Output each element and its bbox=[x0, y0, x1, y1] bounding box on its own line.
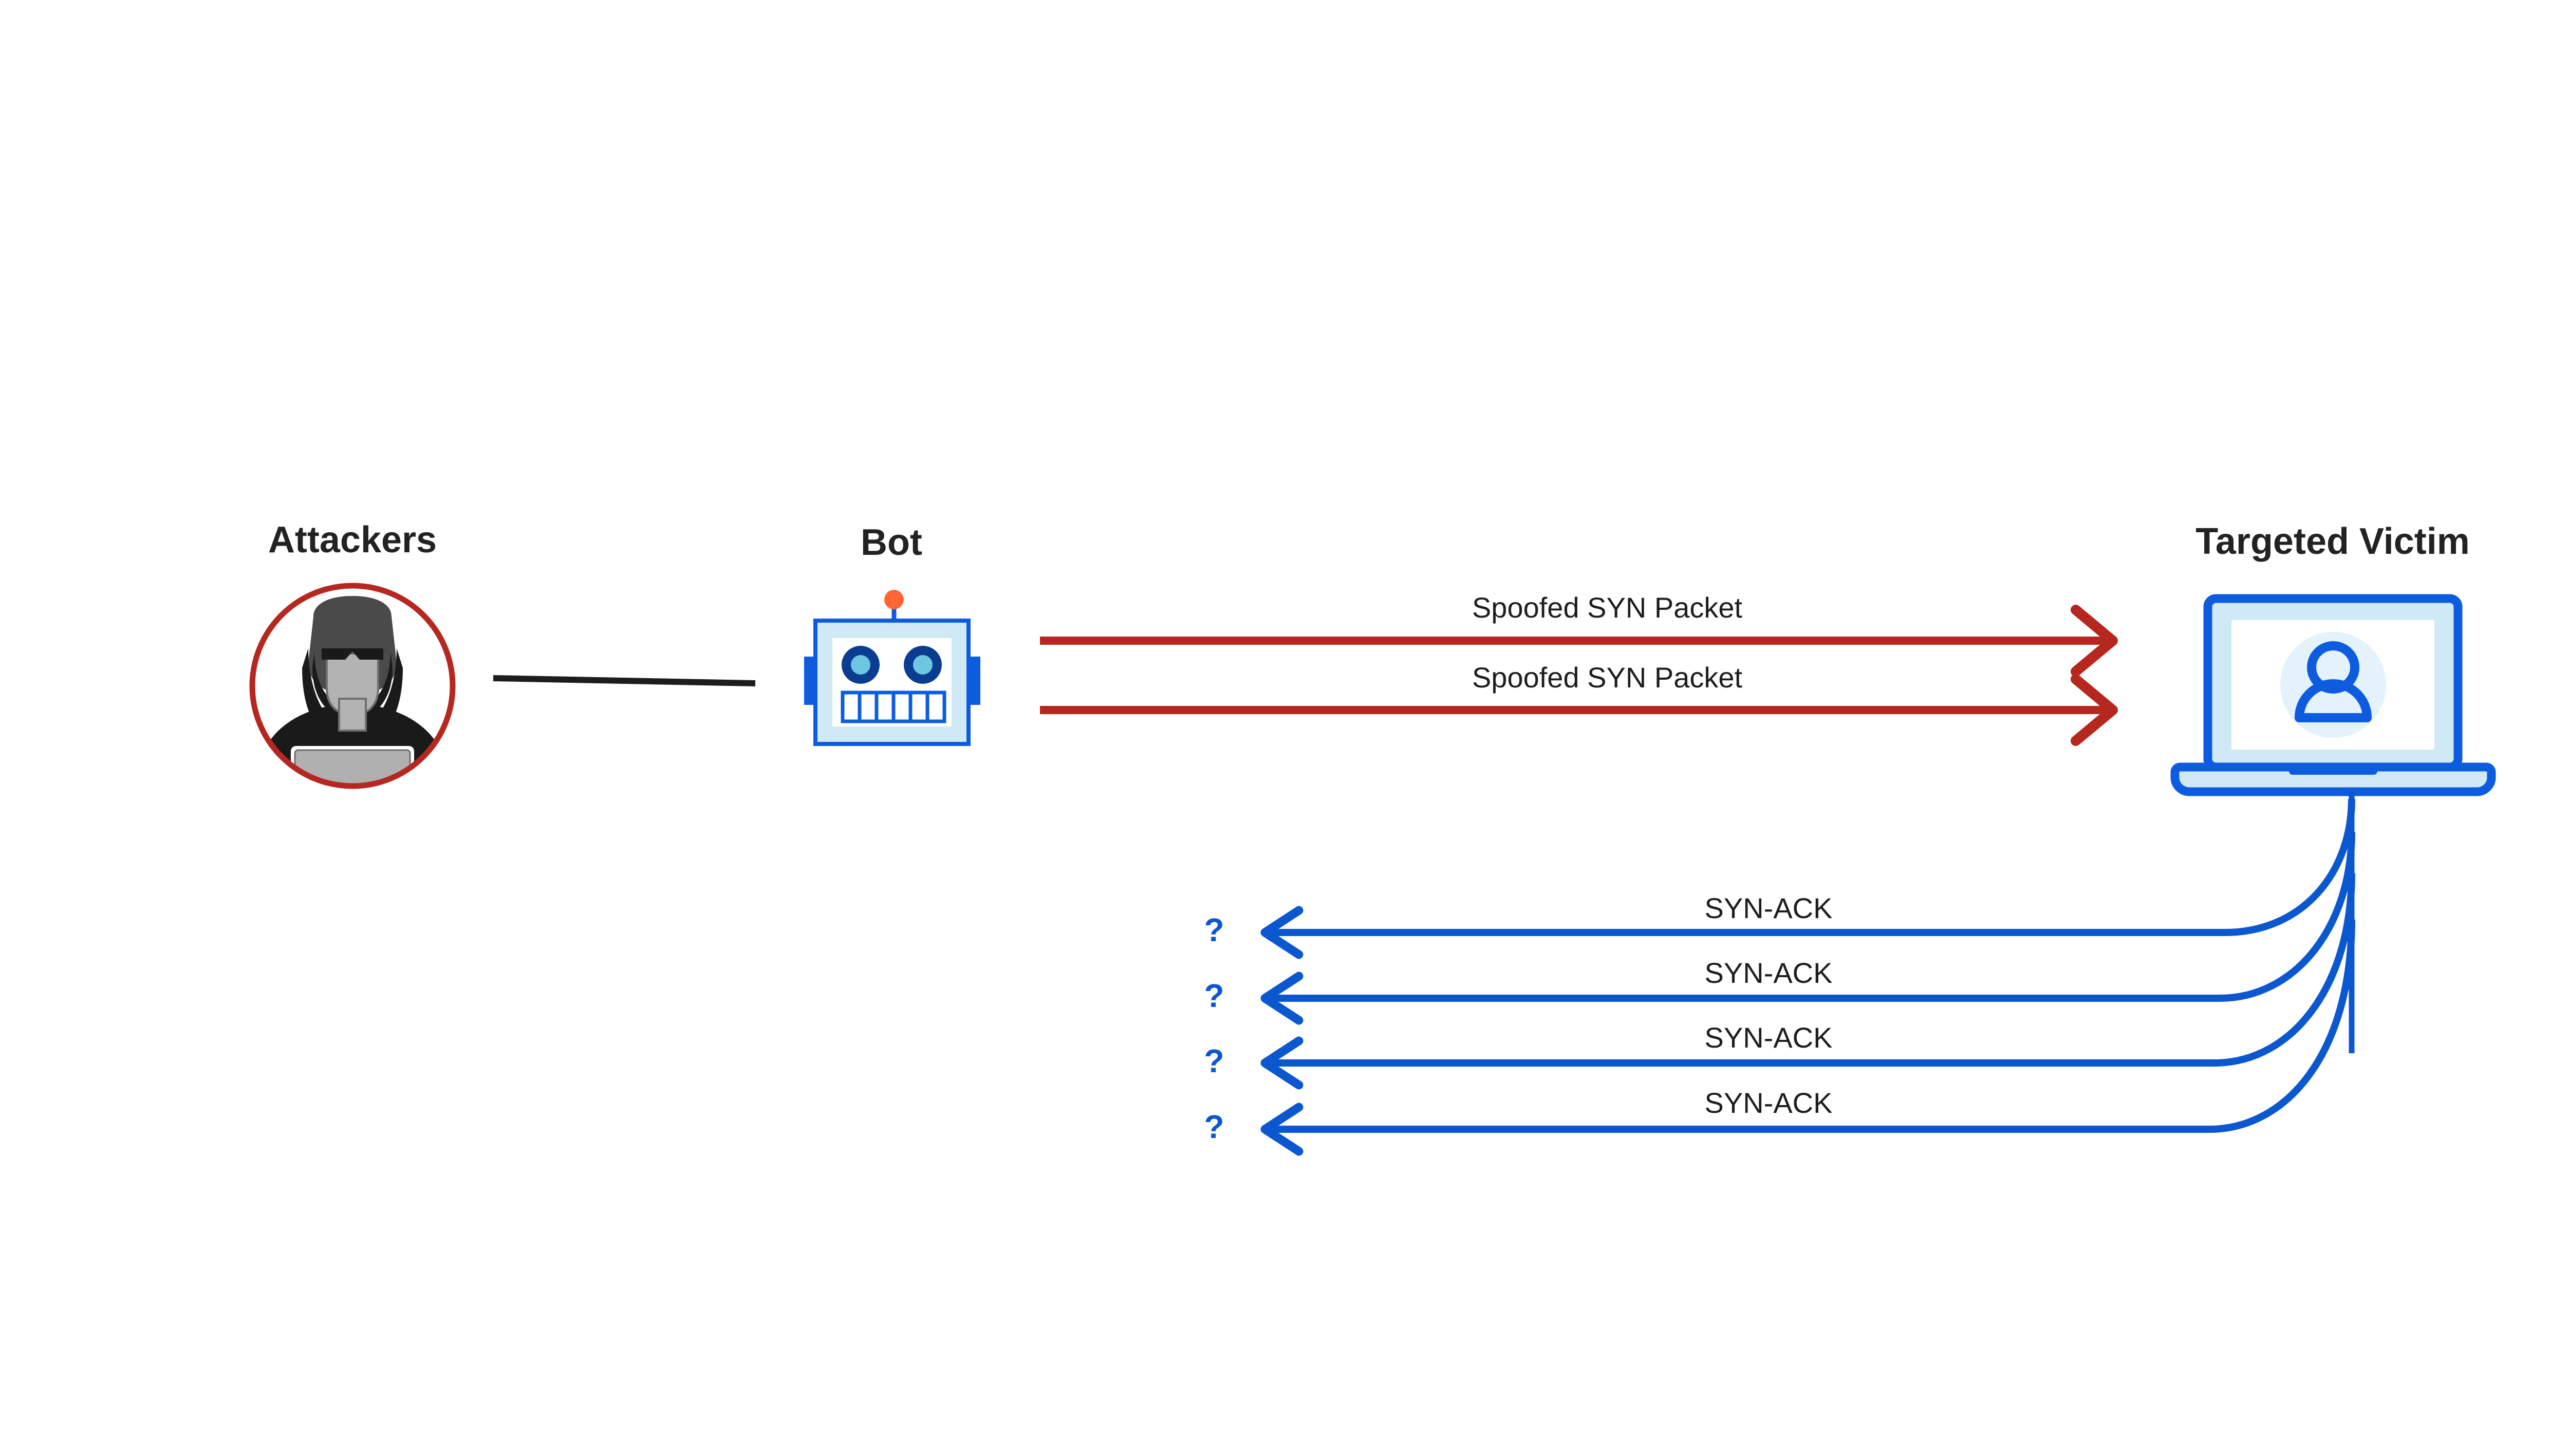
antenna-ball-icon bbox=[884, 590, 904, 609]
arrowhead-left-icon bbox=[1260, 1036, 1304, 1090]
victim-label: Targeted Victim bbox=[2195, 521, 2470, 562]
hacker-avatar-icon bbox=[249, 583, 456, 789]
arrowhead-left-icon bbox=[1260, 906, 1304, 959]
syn-ack-question-mark-4: ? bbox=[1204, 1108, 1224, 1145]
user-body-icon bbox=[2295, 679, 2372, 722]
spoofed-syn-flows: Spoofed SYN Packet Spoofed SYN Packet bbox=[1040, 591, 2118, 746]
syn-ack-arrow-2: SYN-ACK ? bbox=[1204, 832, 2355, 1025]
user-head-icon bbox=[2307, 641, 2359, 694]
syn-ack-label-2: SYN-ACK bbox=[1705, 957, 1833, 989]
spoofed-syn-arrow-1: Spoofed SYN Packet bbox=[1040, 591, 2118, 677]
arrowhead-right-icon bbox=[2071, 674, 2118, 746]
arrowhead-left-icon bbox=[1260, 972, 1304, 1025]
syn-ack-arrow-3: SYN-ACK ? bbox=[1204, 873, 2355, 1090]
syn-ack-question-mark-1: ? bbox=[1204, 911, 1224, 948]
node-bot[interactable]: Bot bbox=[804, 522, 980, 746]
spoofed-syn-label-1: Spoofed SYN Packet bbox=[1472, 591, 1743, 624]
syn-ack-label-3: SYN-ACK bbox=[1705, 1021, 1833, 1054]
spoofed-syn-arrow-2: Spoofed SYN Packet bbox=[1040, 661, 2118, 746]
attackers-label: Attackers bbox=[268, 519, 437, 561]
syn-ack-question-mark-3: ? bbox=[1204, 1042, 1224, 1079]
syn-ack-arrow-4: SYN-ACK ? bbox=[1204, 919, 2355, 1156]
node-attackers[interactable]: Attackers bbox=[247, 519, 462, 837]
laptop-user-icon bbox=[2170, 594, 2496, 796]
spoofed-syn-label-2: Spoofed SYN Packet bbox=[1472, 661, 1743, 694]
bot-label: Bot bbox=[861, 522, 922, 563]
attacker-ring bbox=[249, 583, 456, 789]
robot-icon bbox=[804, 590, 980, 746]
syn-ack-flows: SYN-ACK ? SYN-ACK ? SYN-ACK ? SYN-ACK ? bbox=[1204, 798, 2355, 1156]
robot-mouth-icon bbox=[841, 690, 946, 723]
arrowhead-right-icon bbox=[2071, 605, 2118, 677]
syn-ack-label-1: SYN-ACK bbox=[1705, 892, 1833, 924]
arrowhead-left-icon bbox=[1260, 1103, 1304, 1156]
syn-ack-arrow-1: SYN-ACK ? bbox=[1204, 798, 2355, 959]
syn-ack-label-4: SYN-ACK bbox=[1705, 1087, 1833, 1119]
attacker-bot-link bbox=[493, 675, 756, 686]
syn-ack-question-mark-2: ? bbox=[1204, 977, 1224, 1014]
node-victim[interactable]: Targeted Victim bbox=[2170, 521, 2496, 796]
